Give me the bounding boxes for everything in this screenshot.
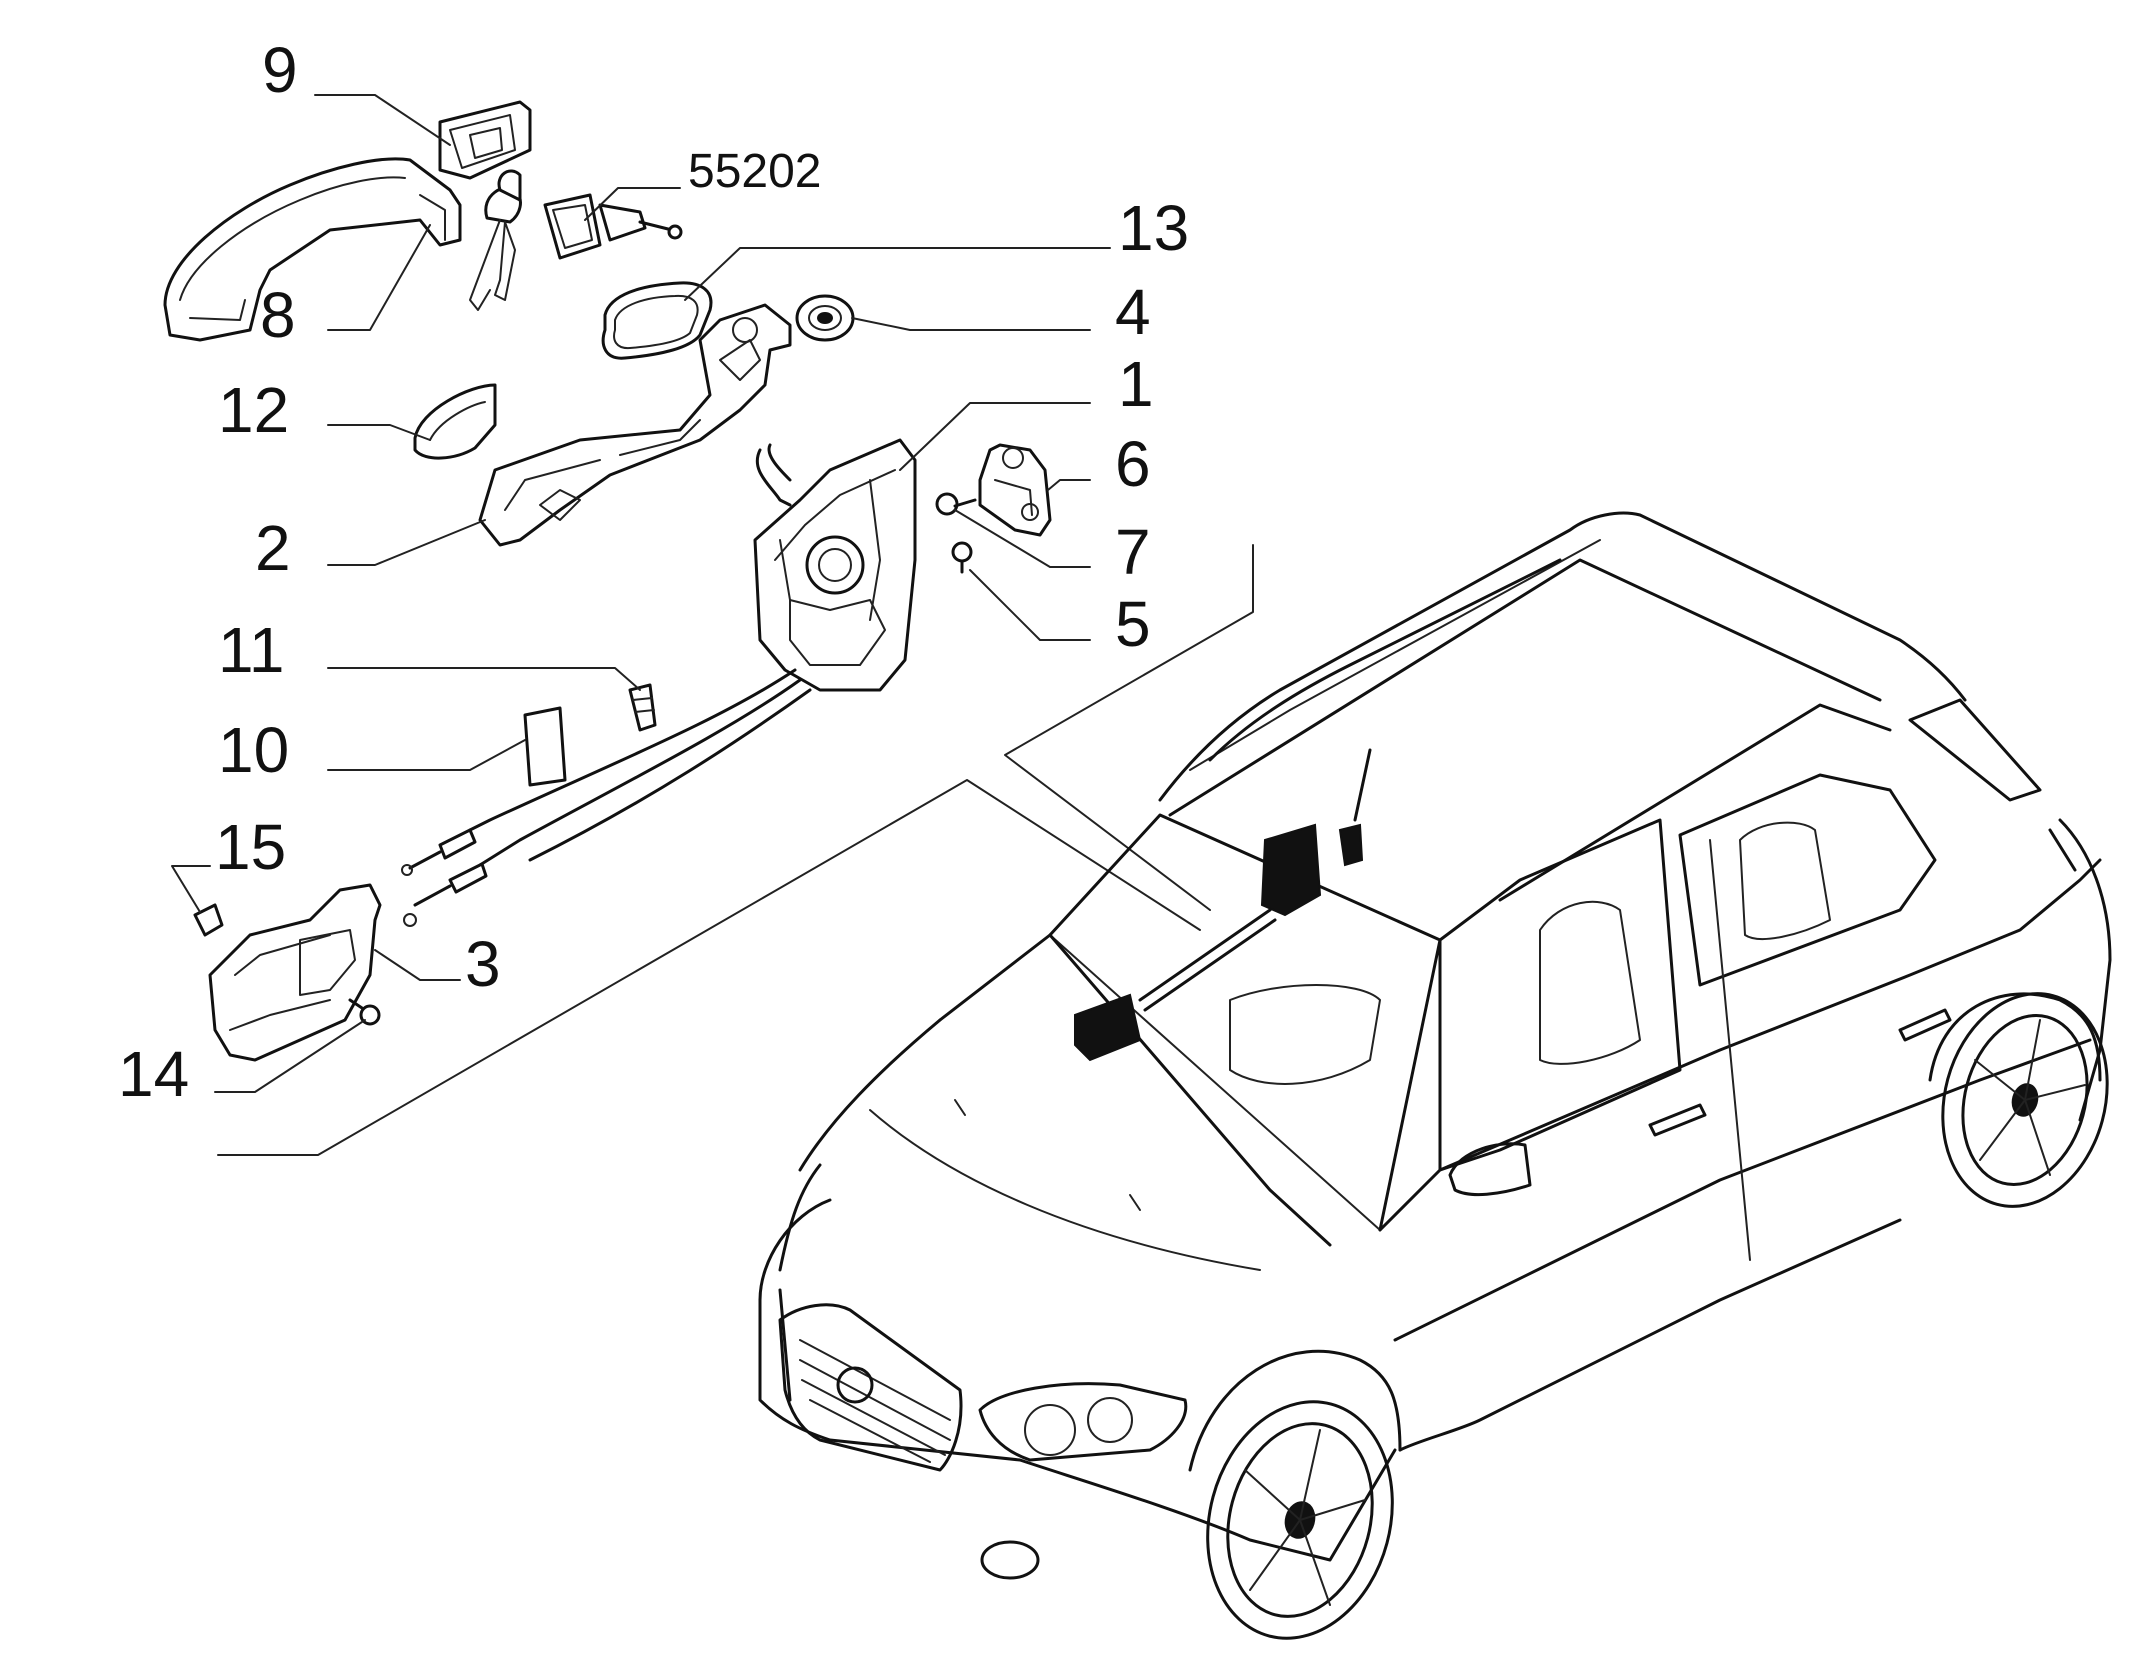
callout-14: 14 <box>118 1038 190 1110</box>
car-illustration <box>758 511 2112 1640</box>
leader-lines <box>171 94 1111 1093</box>
callout-55202: 55202 <box>688 145 822 198</box>
part-9-handle-cap <box>438 100 532 180</box>
callout-5: 5 <box>1115 588 1151 660</box>
part-13-gasket <box>601 281 713 360</box>
callout-8: 8 <box>260 279 296 351</box>
part-3-inner-handle <box>208 883 382 1062</box>
part-55202-lock-cylinder <box>469 169 683 311</box>
callout-11: 11 <box>218 614 285 686</box>
callout-13: 13 <box>1118 192 1190 264</box>
part-11-clip <box>628 683 657 732</box>
callout-4: 4 <box>1115 276 1151 348</box>
callout-3: 3 <box>465 928 501 1000</box>
callout-9: 9 <box>262 34 298 106</box>
part-8-outer-handle <box>163 157 462 342</box>
grille-bars <box>799 1339 951 1463</box>
rear-wheel <box>1941 992 2109 1208</box>
front-wheel <box>1206 1400 1394 1640</box>
callout-15: 15 <box>215 811 287 883</box>
part-2-handle-bracket <box>478 303 792 547</box>
latch-cables <box>401 668 812 927</box>
callout-12: 12 <box>218 374 290 446</box>
callout-6: 6 <box>1115 428 1151 500</box>
part-6-striker <box>978 443 1052 537</box>
part-1-door-latch <box>753 438 917 692</box>
part-10-pad <box>523 706 567 787</box>
part-15-small-clip <box>193 903 224 937</box>
callout-2: 2 <box>255 512 291 584</box>
part-7-screw <box>935 492 977 516</box>
callout-frame-lines <box>217 544 1254 1156</box>
callout-10: 10 <box>218 714 290 786</box>
part-5-screw <box>951 541 973 574</box>
callout-1: 1 <box>1118 348 1154 420</box>
part-4-grommet <box>795 294 855 342</box>
callout-7: 7 <box>1115 516 1151 588</box>
part-12-insert <box>413 383 497 460</box>
